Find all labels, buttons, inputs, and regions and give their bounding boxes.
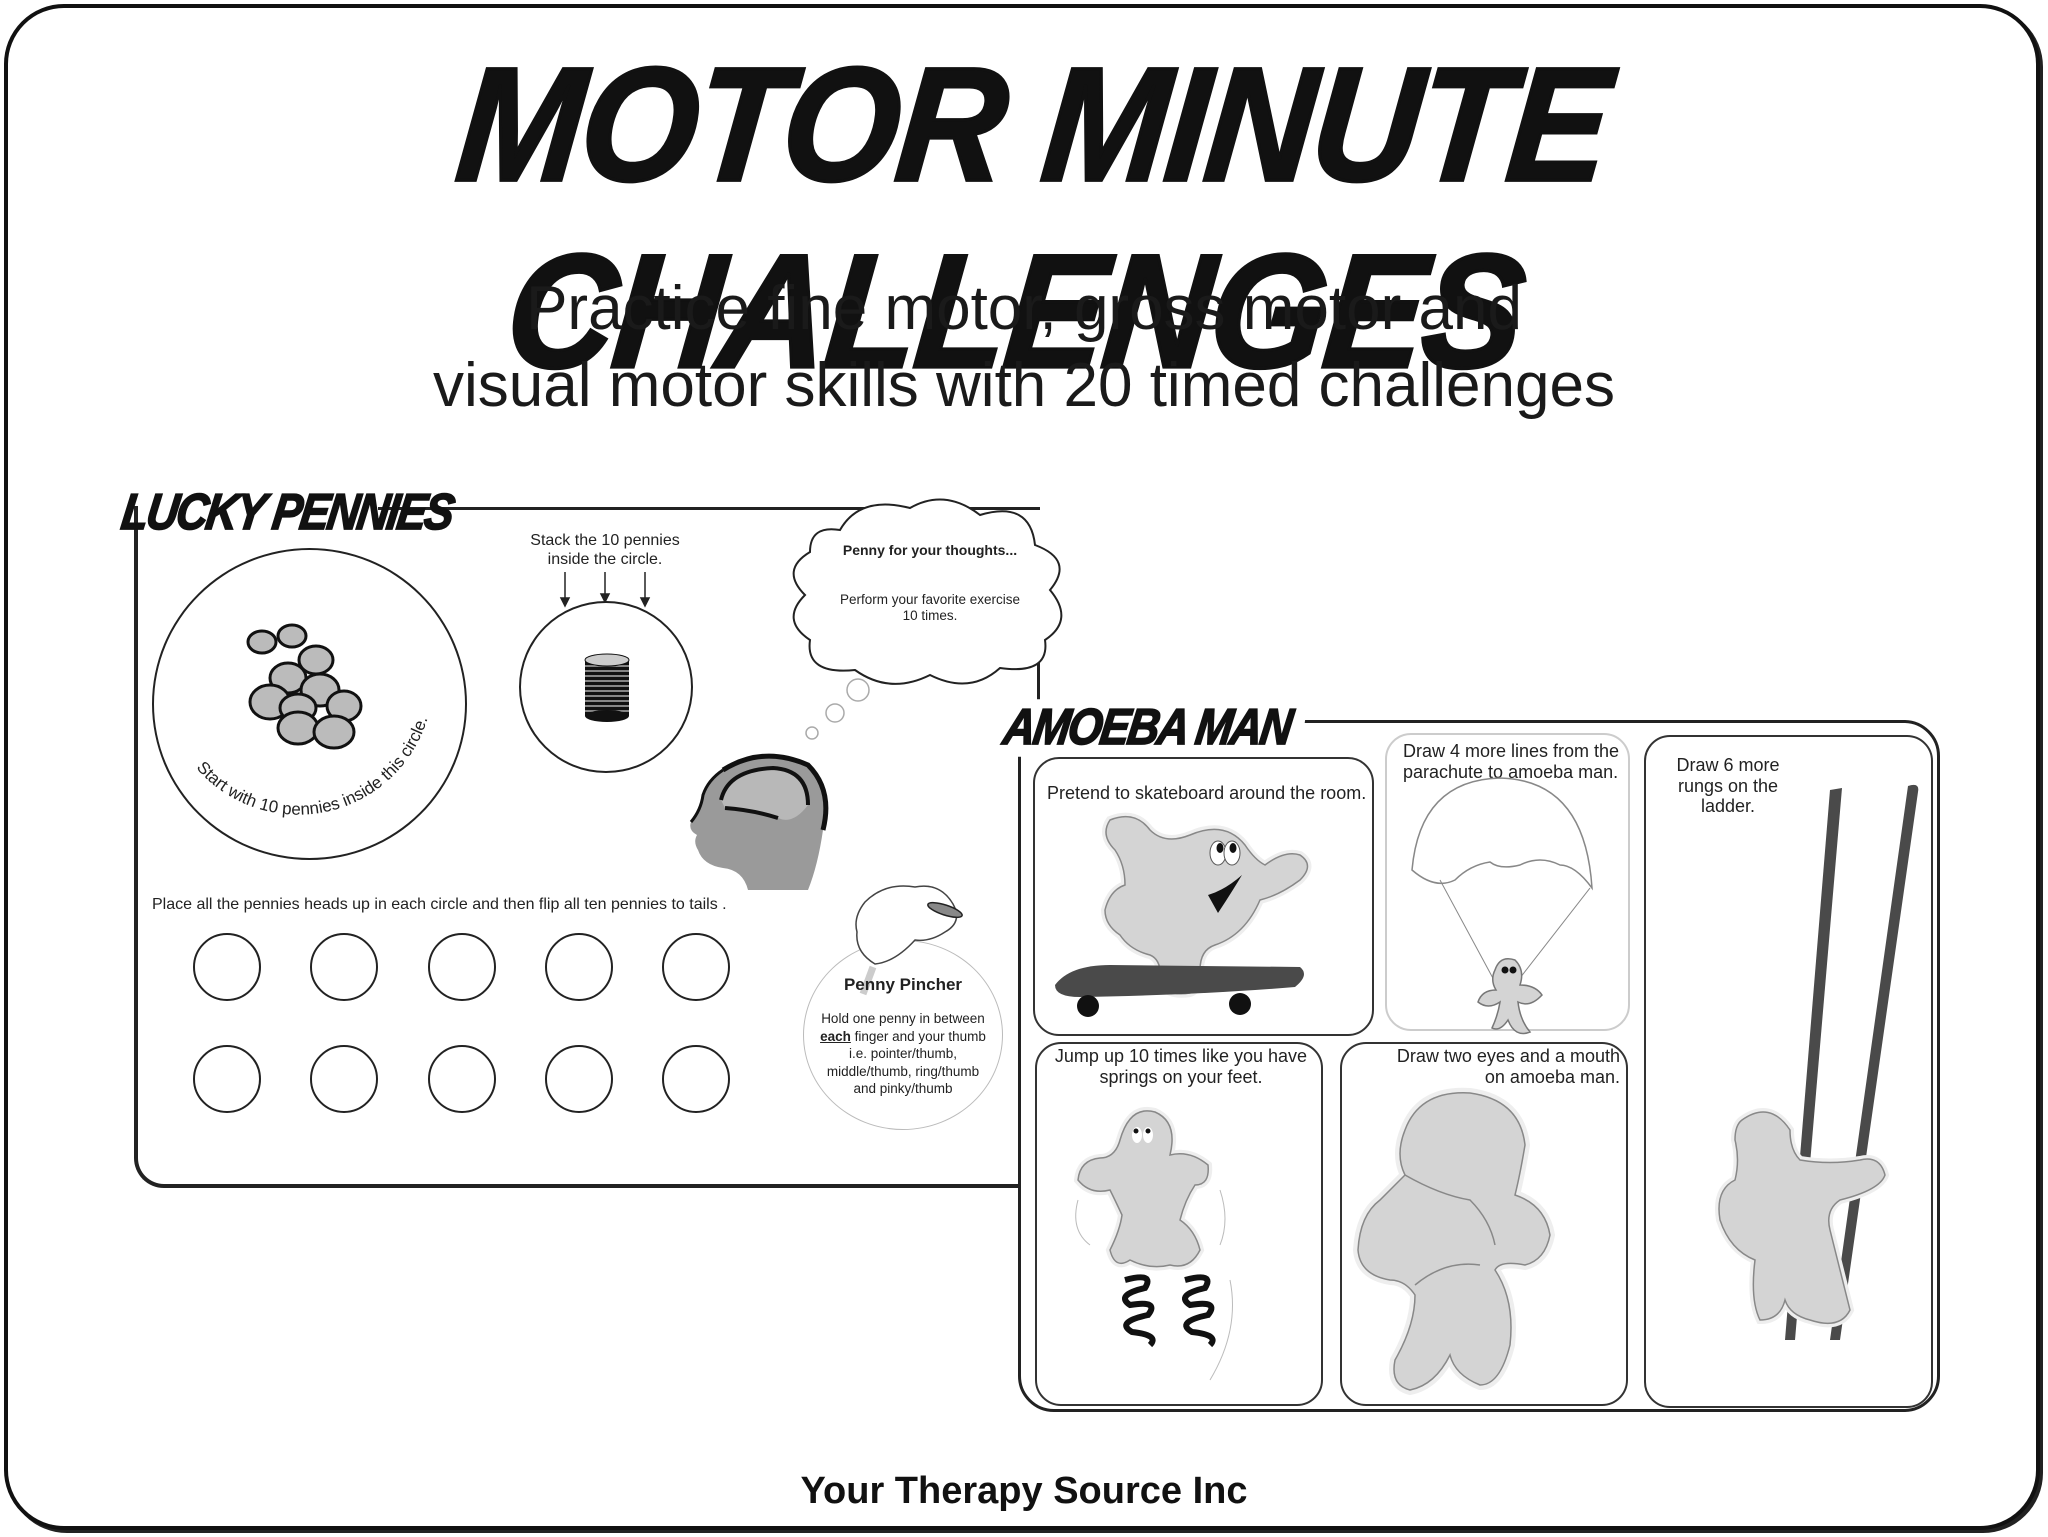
penny-circle[interactable] [545, 933, 613, 1001]
ladder-amoeba-icon [1715, 784, 1919, 1340]
lucky-pennies-panel [134, 506, 1040, 1188]
penny-circle[interactable] [193, 1045, 261, 1113]
stack-instruction-line-1: Stack the 10 pennies [530, 532, 680, 549]
subtitle-line-1: Practice fine motor, gross motor and [526, 274, 1522, 343]
flip-instruction: Place all the pennies heads up in each c… [152, 896, 727, 913]
thought-bubble-title: Penny for your thoughts... [842, 542, 1018, 558]
panel-parachute-label-line-1: Draw 4 more lines from the [1403, 741, 1620, 761]
page-title: MOTOR MINUTE CHALLENGES [449, 32, 1618, 403]
penny-circle[interactable] [193, 933, 261, 1001]
publisher-footer: Your Therapy Source Inc [800, 1470, 1248, 1512]
thought-cloud-icon [792, 498, 1063, 685]
subtitle-line-2: visual motor skills with 20 timed challe… [433, 351, 1615, 420]
stack-instruction: Stack the 10 pennies inside the circle. [500, 531, 710, 569]
panel-ladder-label-line-1: Draw 6 more [1676, 755, 1780, 775]
panel-parachute-label-line-2: parachute to amoeba man. [1403, 761, 1619, 782]
panel-ladder-label: Draw 6 more rungs on the ladder. [1668, 755, 1788, 817]
thought-bubble-body-line-2: 10 times. [902, 608, 958, 624]
penny-circle[interactable] [428, 933, 496, 1001]
penny-pincher-line-5: and pinky/thumb [853, 1081, 953, 1097]
panel-skateboard-label: Pretend to skateboard around the room. [1047, 783, 1367, 803]
penny-circle[interactable] [310, 1045, 378, 1113]
penny-pincher-title: Penny Pincher [843, 975, 963, 994]
penny-circle[interactable] [662, 933, 730, 1001]
penny-pile-icon [246, 623, 363, 750]
skateboarding-amoeba-icon [1055, 812, 1312, 1017]
stack-instruction-line-2: inside the circle. [547, 551, 663, 569]
lucky-pennies-top-border [378, 507, 1040, 510]
thought-dots-icon [805, 678, 870, 740]
penny-pincher-line-4: middle/thumb, ring/thumb [826, 1063, 980, 1079]
pinching-hand-icon [855, 885, 963, 996]
amoeba-man-heading: AMOEBA MAN [999, 698, 1309, 757]
panel-ladder-label-line-3: ladder. [1700, 796, 1756, 817]
panel-face-label: Draw two eyes and a mouth on amoeba man. [1342, 1046, 1620, 1087]
panel-parachute-label: Draw 4 more lines from the parachute to … [1403, 741, 1623, 782]
head-silhouette-icon [689, 753, 829, 890]
penny-stack-icon [584, 653, 630, 722]
penny-circle[interactable] [662, 1045, 730, 1113]
panel-ladder-label-line-2: rungs on the [1677, 775, 1779, 796]
penny-pincher-line-2-rest: finger and your thumb [850, 1028, 986, 1044]
panel-face-label-line-2: on amoeba man. [1484, 1066, 1620, 1087]
down-arrows-icon [559, 572, 651, 608]
penny-circle[interactable] [310, 933, 378, 1001]
panel-face-label-line-1: Draw two eyes and a mouth [1396, 1046, 1620, 1066]
panel-springs-label-line-1: Jump up 10 times like you have [1054, 1046, 1308, 1066]
penny-pincher-line-2: each finger and your thumb [803, 1028, 1003, 1046]
penny-pincher-circle [803, 940, 1003, 1130]
jumping-amoeba-icon [1073, 1106, 1233, 1381]
penny-pincher-line-3: i.e. pointer/thumb, [848, 1046, 958, 1062]
penny-circle[interactable] [428, 1045, 496, 1113]
penny-pincher-body: Hold one penny in between each finger an… [803, 1010, 1003, 1098]
thought-bubble-body: Perform your favorite exercise 10 times. [810, 592, 1050, 624]
lucky-pennies-heading: LUCKY PENNIES [117, 483, 457, 541]
blank-amoeba-icon [1352, 1087, 1556, 1396]
lucky-pennies-right-border [1037, 660, 1040, 715]
panel-springs-label-line-2: springs on your feet. [1099, 1066, 1263, 1087]
penny-pincher-line-1: Hold one penny in between [821, 1011, 985, 1026]
penny-circle[interactable] [545, 1045, 613, 1113]
parachute-amoeba-icon [1411, 777, 1593, 1035]
emphasis-each: each [820, 1028, 851, 1044]
panel-springs-label: Jump up 10 times like you have springs o… [1037, 1046, 1325, 1087]
thought-bubble-body-line-1: Perform your favorite exercise [839, 592, 1021, 607]
